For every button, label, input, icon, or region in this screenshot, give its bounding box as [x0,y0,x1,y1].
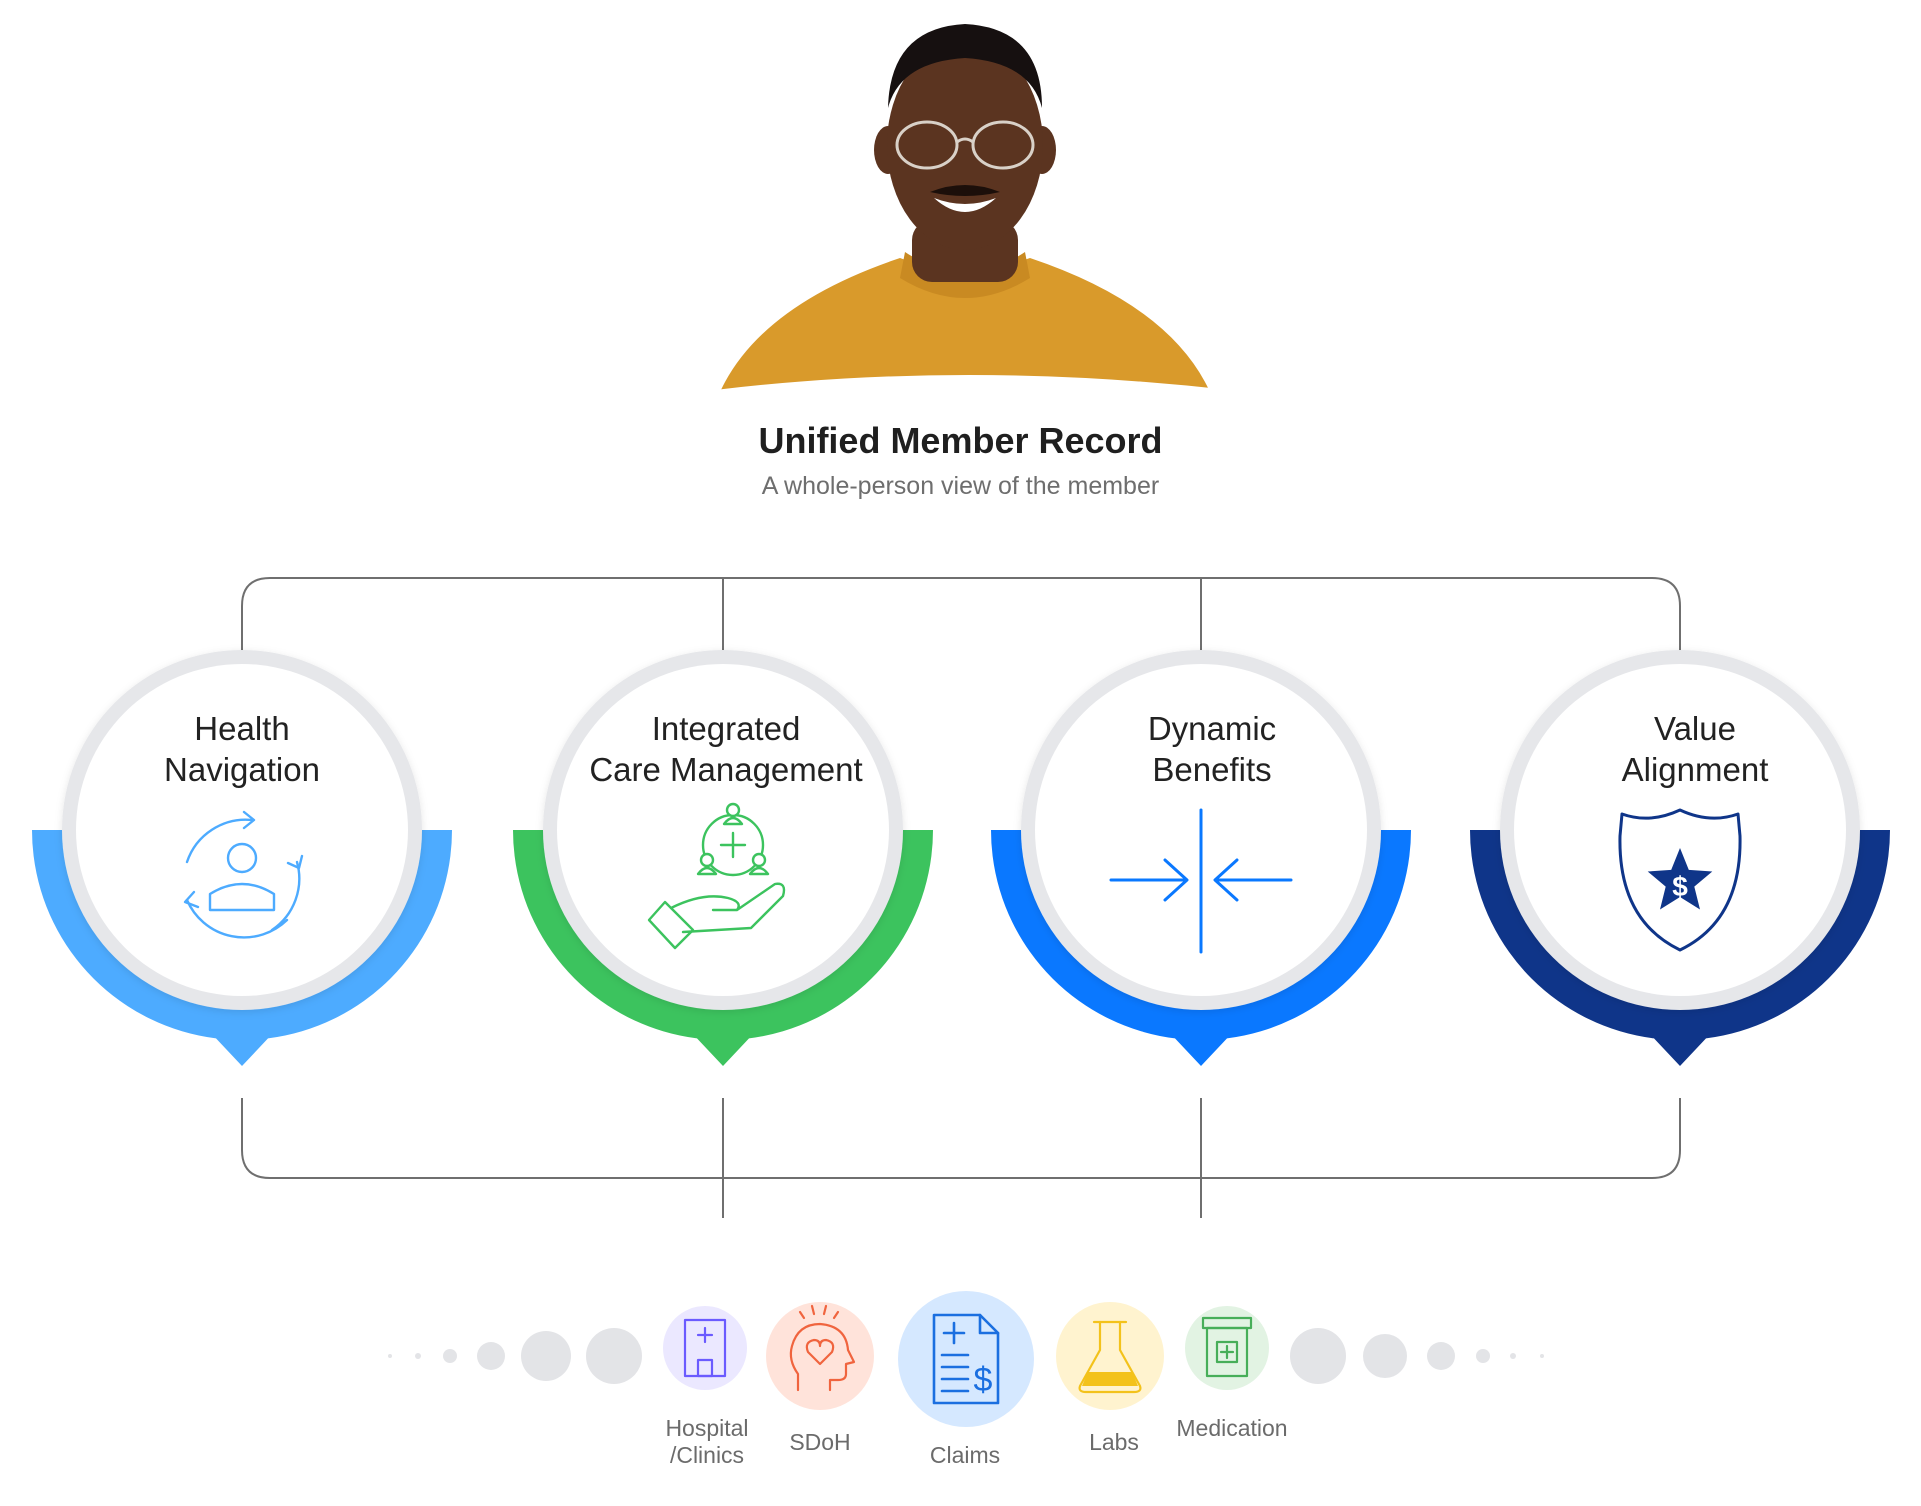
decorative-dot [1510,1353,1516,1359]
claims-document-icon: $ [932,1313,1000,1405]
pillar-label-line2: Care Management [589,751,863,788]
member-portrait [720,24,1210,390]
source-4 [1056,1302,1164,1410]
pillar-1 [32,650,452,1066]
source-label-medication: Medication [1176,1415,1288,1441]
hospital-icon [683,1318,727,1378]
source-circle [663,1306,747,1390]
pillar-label-health-navigation: Health Navigation [72,708,412,790]
source-label-line1: Hospital [665,1415,749,1441]
pillar-label-care-management: Integrated Care Management [556,708,896,790]
source-label-labs: Labs [1089,1429,1139,1455]
pillar-disc [557,664,889,996]
source-label-line2: /Clinics [669,1442,745,1468]
svg-text:$: $ [974,1361,993,1399]
decorative-dot [1476,1349,1490,1363]
decorative-dot [1540,1354,1544,1358]
portrait-smile [934,198,996,212]
record-title: Unified Member Record [758,420,1163,461]
head-heart-icon [789,1304,856,1392]
svg-text:$: $ [1672,871,1688,902]
pillar-2 [513,650,934,1066]
pillar-label-line2: Alignment [1621,751,1769,788]
pillar-label-line1: Dynamic [1147,710,1277,747]
pillar-label-line2: Benefits [1152,751,1272,788]
source-5 [1185,1306,1269,1390]
decorative-dot [415,1353,421,1359]
care-hand-icon [647,802,786,950]
pillar-disc [76,664,408,996]
source-dots [388,1328,1544,1384]
pillar-label-line1: Integrated [651,710,801,747]
portrait-sweater [720,258,1210,390]
portrait-glasses [895,120,1035,170]
pillar-3 [991,650,1411,1066]
pillar-4: $ [1470,650,1890,1066]
pillar-label-line1: Value [1654,710,1736,747]
source-circle [1056,1302,1164,1410]
source-label-sdoh: SDoH [789,1429,851,1455]
decorative-dot [1290,1328,1346,1384]
decorative-dot [1427,1342,1455,1370]
pillar-label-line1: Health [194,710,290,747]
shield-star-dollar-icon: $ [1618,808,1742,952]
pillar-disc [1514,664,1846,996]
source-2 [766,1302,874,1410]
portrait-hair [888,24,1042,108]
portrait-mustache [930,185,1000,196]
pillar-label-value-alignment: Value Alignment [1525,708,1865,790]
source-1 [663,1306,747,1390]
pillar-label-dynamic-benefits: Dynamic Benefits [1042,708,1382,790]
source-circle [898,1291,1034,1427]
source-label-hospital: Hospital /Clinics [627,1415,787,1469]
pillar-group: $ [32,650,1890,1066]
decorative-dot [521,1331,571,1381]
navigation-cycle-icon [183,810,304,939]
portrait-face [887,40,1043,250]
source-circle [766,1302,874,1410]
pillar-label-line2: Navigation [164,751,320,788]
record-subtitle: A whole-person view of the member [761,472,1160,500]
decorative-dot [586,1328,642,1384]
bottom-connector-frame [241,1098,1681,1179]
source-label-claims: Claims [929,1442,1001,1468]
decorative-dot [477,1342,505,1370]
lab-flask-icon [1078,1320,1142,1394]
source-3: $ [898,1291,1034,1427]
decorative-dot [443,1349,457,1363]
decorative-dot [388,1354,392,1358]
source-group: $ [663,1291,1269,1427]
top-connector-frame [241,577,1681,655]
connector-lines [241,577,1681,1218]
decorative-dot [1363,1334,1407,1378]
medicine-box-icon [1201,1316,1253,1378]
converge-arrows-icon [1109,808,1293,954]
